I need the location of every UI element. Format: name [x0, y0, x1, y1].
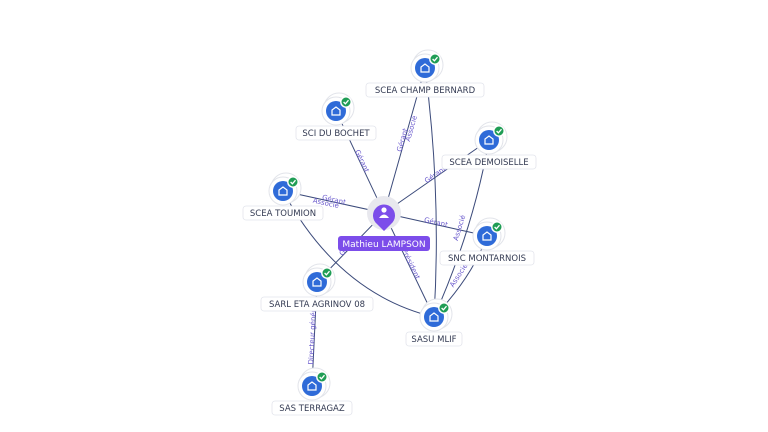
verified-check-icon — [429, 53, 441, 65]
node-agrinov[interactable]: SARL ETA AGRINOV 08 — [260, 263, 374, 312]
node-label-box — [271, 400, 353, 416]
edge-label: Directeur général — [307, 303, 318, 365]
person-icon — [381, 207, 387, 213]
check-mark — [290, 179, 296, 185]
node-bochet[interactable]: SCI DU BOCHET — [295, 92, 377, 141]
node-mlif[interactable]: SASU MLIF — [405, 298, 463, 347]
node-label: SCEA TOUMION — [250, 209, 316, 219]
node-label: SAS TERRAGAZ — [279, 404, 345, 414]
node-label-box — [295, 125, 377, 141]
company-building-icon — [302, 376, 322, 396]
building-glyph — [484, 135, 494, 145]
node-label-box — [260, 296, 374, 312]
edge-label: Président — [400, 248, 421, 281]
check-mark — [324, 270, 330, 276]
check-mark — [494, 224, 500, 230]
edge-champ-mlif[interactable] — [424, 67, 437, 318]
check-mark — [343, 99, 349, 105]
person-icon-body — [379, 214, 389, 218]
check-mark — [441, 305, 447, 311]
verified-check-icon — [287, 176, 299, 188]
edge-line — [383, 212, 488, 237]
center-node[interactable]: Mathieu LAMPSON — [338, 196, 430, 251]
verified-check-icon — [321, 267, 333, 279]
node-label: SCEA DEMOISELLE — [449, 158, 528, 168]
node-label-box — [242, 205, 324, 221]
building-glyph — [482, 231, 492, 241]
verified-check-icon — [493, 125, 505, 137]
node-montarnois[interactable]: SNC MONTARNOIS — [439, 217, 535, 266]
building-glyph — [429, 312, 439, 322]
node-label-box — [365, 82, 485, 98]
node-label-box — [405, 331, 463, 347]
edge-line — [383, 139, 490, 214]
company-building-icon — [424, 307, 444, 327]
check-mark — [432, 56, 438, 62]
company-building-icon — [307, 272, 327, 292]
verified-check-icon — [316, 371, 328, 383]
node-demoiselle[interactable]: SCEA DEMOISELLE — [441, 121, 537, 170]
node-champ[interactable]: SCEA CHAMP BERNARD — [365, 49, 485, 98]
nodes-layer: SCEA CHAMP BERNARD SCI DU BOCHET SCEA DEMO… — [242, 49, 537, 416]
verified-check-icon — [340, 96, 352, 108]
node-label-box — [439, 250, 535, 266]
building-glyph — [420, 63, 430, 73]
verified-check-icon — [438, 302, 450, 314]
center-label-badge — [338, 236, 430, 251]
building-glyph — [312, 277, 322, 287]
node-toumion[interactable]: SCEA TOUMION — [242, 172, 324, 221]
node-label: SCI DU BOCHET — [302, 129, 370, 139]
edge-line — [424, 67, 437, 318]
center-label: Mathieu LAMPSON — [342, 240, 425, 250]
check-mark — [496, 128, 502, 134]
node-label-box — [441, 154, 537, 170]
company-building-icon — [477, 226, 497, 246]
node-label: SARL ETA AGRINOV 08 — [269, 300, 365, 310]
company-building-icon — [326, 101, 346, 121]
node-label: SCEA CHAMP BERNARD — [375, 86, 476, 96]
building-glyph — [307, 381, 317, 391]
edge-label: Gérant — [353, 149, 371, 174]
company-building-icon — [273, 181, 293, 201]
node-label: SASU MLIF — [411, 335, 456, 345]
node-label: SNC MONTARNOIS — [448, 254, 526, 264]
check-mark — [319, 374, 325, 380]
building-glyph — [331, 106, 341, 116]
company-building-icon — [479, 130, 499, 150]
building-glyph — [278, 186, 288, 196]
verified-check-icon — [491, 221, 503, 233]
company-building-icon — [415, 58, 435, 78]
node-terragaz[interactable]: SAS TERRAGAZ — [271, 367, 353, 416]
edge-line — [383, 212, 435, 318]
